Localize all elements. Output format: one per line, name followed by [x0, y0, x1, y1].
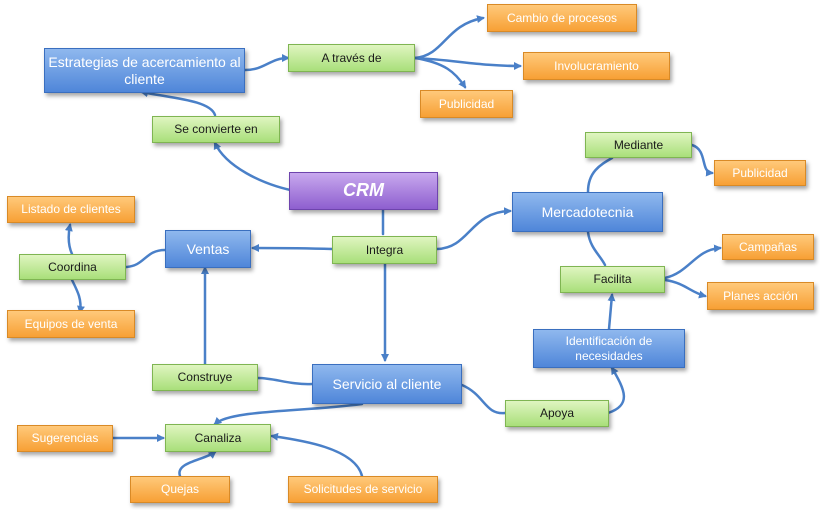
node-facilita[interactable]: Facilita [560, 266, 665, 293]
node-identificacion[interactable]: Identificación de necesidades [533, 329, 685, 368]
edge-coordina-equipos [70, 278, 85, 314]
edge-seconvierte-estrategias [140, 89, 217, 117]
edge-atraves-publicidad [413, 56, 467, 89]
edge-facilita-campanas [663, 244, 722, 280]
edge-servicio-construye [256, 376, 314, 386]
edge-integra-mercado [435, 207, 512, 251]
node-publicidad-top[interactable]: Publicidad [420, 90, 513, 118]
edge-ventas-coordina [124, 248, 167, 269]
node-publicidad-right[interactable]: Publicidad [714, 160, 806, 186]
node-solicitudes[interactable]: Solicitudes de servicio [288, 476, 438, 503]
node-planes-accion[interactable]: Planes acción [707, 282, 814, 310]
node-involucramiento[interactable]: Involucramiento [523, 52, 670, 80]
node-ventas[interactable]: Ventas [165, 230, 251, 268]
node-crm[interactable]: CRM [289, 172, 438, 210]
node-a-traves-de[interactable]: A través de [288, 44, 415, 72]
edge-facilita-planes [663, 278, 707, 299]
node-cambio-procesos[interactable]: Cambio de procesos [487, 4, 637, 32]
node-se-convierte-en[interactable]: Se convierte en [152, 116, 280, 143]
edge-quejas-canaliza [178, 450, 217, 478]
node-integra[interactable]: Integra [332, 236, 437, 264]
edge-mediante-publicidad [690, 143, 714, 177]
edge-solicitudes-canaliza [270, 432, 364, 478]
edge-identificacion-facilita [607, 293, 616, 331]
node-apoya[interactable]: Apoya [505, 400, 609, 427]
node-campanas[interactable]: Campañas [722, 234, 814, 260]
node-quejas[interactable]: Quejas [130, 476, 230, 503]
edge-mercado-mediante [586, 156, 614, 194]
edge-estrategias-atraves [243, 54, 290, 72]
edge-integra-ventas [251, 244, 334, 253]
edge-atraves-involucramiento [413, 56, 522, 70]
node-mercadotecnia[interactable]: Mercadotecnia [512, 192, 663, 232]
node-construye[interactable]: Construye [152, 364, 258, 391]
node-coordina[interactable]: Coordina [19, 254, 126, 280]
node-listado-clientes[interactable]: Listado de clientes [7, 196, 135, 223]
edge-servicio-apoya [460, 383, 507, 415]
node-mediante[interactable]: Mediante [585, 132, 692, 158]
node-sugerencias[interactable]: Sugerencias [17, 425, 113, 452]
edge-mercado-facilita [586, 230, 607, 267]
edge-atraves-cambio [413, 15, 485, 60]
edge-crm-seconvierte [213, 141, 302, 194]
edge-apoya-identificacion [606, 366, 626, 415]
node-canaliza[interactable]: Canaliza [165, 424, 271, 452]
node-equipos-venta[interactable]: Equipos de venta [7, 310, 135, 338]
node-servicio-cliente[interactable]: Servicio al cliente [312, 364, 462, 404]
edge-servicio-canaliza [213, 402, 364, 426]
edge-coordina-listado [64, 223, 74, 256]
node-estrategias[interactable]: Estrategias de acercamiento al cliente [44, 48, 245, 93]
